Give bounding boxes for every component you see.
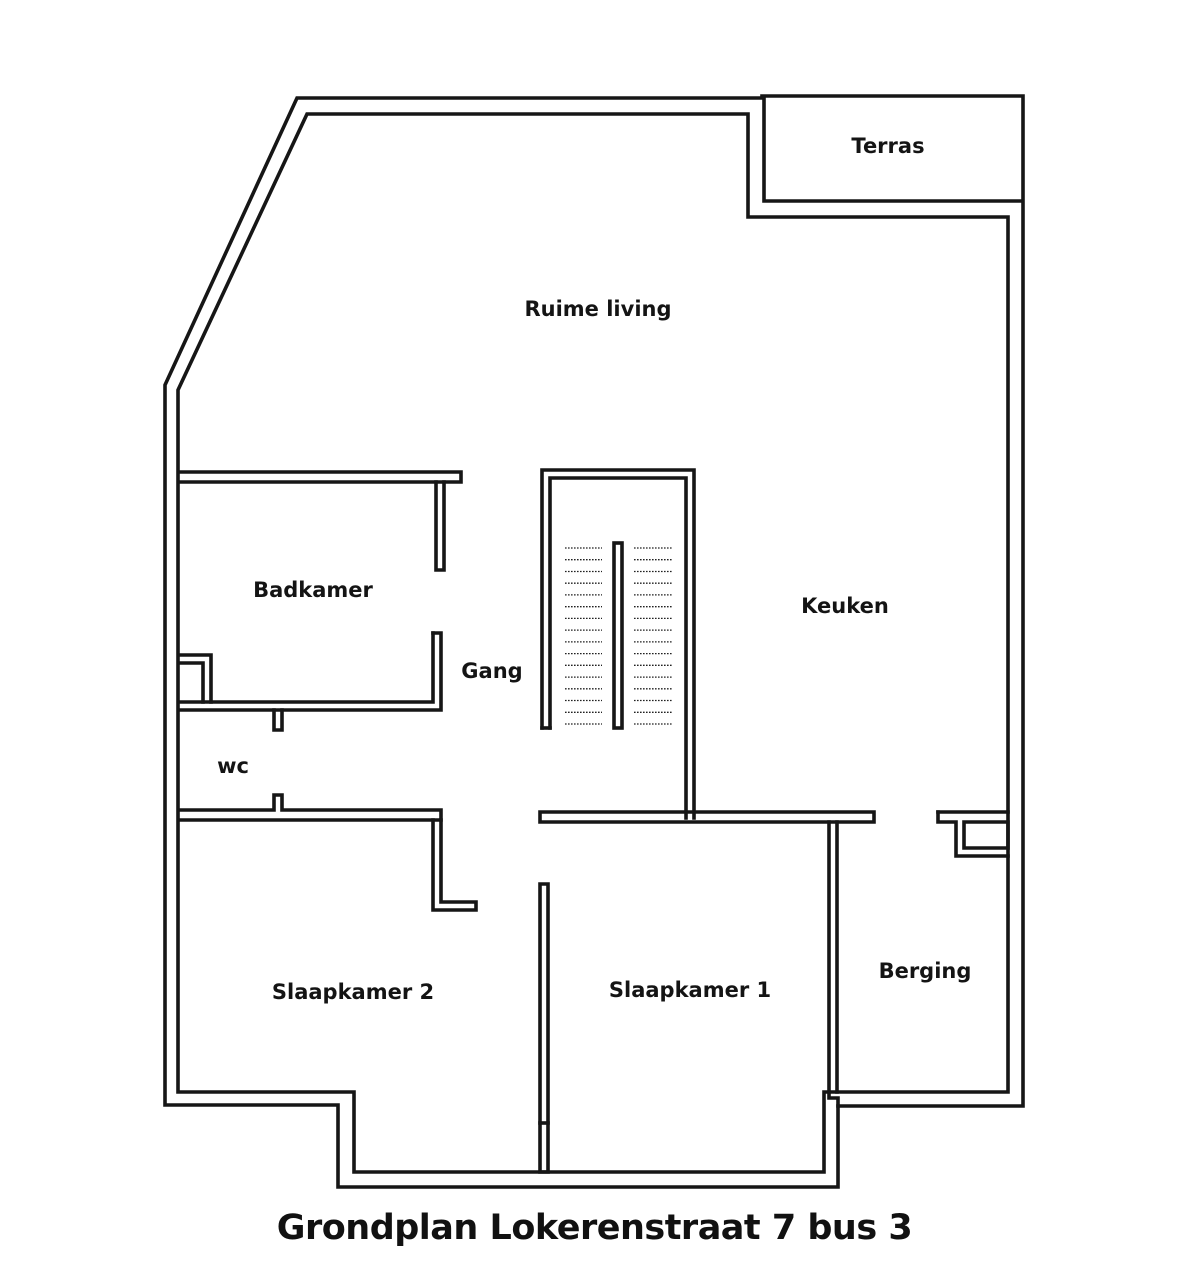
label-slaapkamer1: Slaapkamer 1 (609, 978, 771, 1002)
bedroom-divider (538, 882, 550, 1174)
label-badkamer: Badkamer (253, 578, 373, 602)
label-living: Ruime living (524, 297, 671, 321)
plan-caption: Grondplan Lokerenstraat 7 bus 3 (276, 1208, 913, 1248)
wc-walls (178, 793, 443, 822)
floor-plan: Terras Ruime living Badkamer Gang Keuken… (163, 94, 1025, 1189)
exterior-wall-outer (163, 94, 1025, 1189)
room-labels: Terras Ruime living Badkamer Gang Keuken… (217, 134, 971, 1004)
label-wc: wc (217, 754, 249, 778)
bedroom-top-walls (538, 810, 1010, 858)
bedroom2-walls (431, 818, 478, 912)
label-terras: Terras (851, 134, 924, 158)
exterior-walls (163, 94, 1025, 1189)
storage-walls (827, 820, 840, 1108)
label-berging: Berging (879, 959, 972, 983)
terrace-wall (762, 96, 1022, 203)
bathroom-walls (178, 470, 463, 732)
exterior-wall-inner (176, 112, 1010, 1174)
staircase (540, 468, 696, 820)
label-gang: Gang (461, 659, 522, 683)
label-keuken: Keuken (801, 594, 889, 618)
label-slaapkamer2: Slaapkamer 2 (272, 980, 434, 1004)
